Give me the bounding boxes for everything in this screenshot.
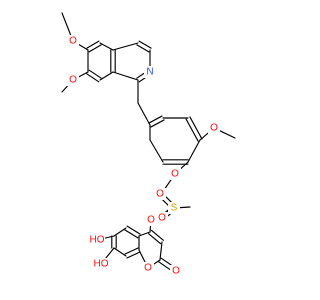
atom-label-s: S	[171, 203, 178, 214]
atom-label-o: O	[69, 75, 77, 86]
bond-0-8	[112, 71, 139, 81]
atom-label-o: HO	[94, 259, 109, 270]
atom-label-o: HO	[90, 235, 105, 246]
bond-0-4	[112, 42, 139, 51]
bond-1-4	[149, 225, 152, 233]
bond-0-5-second	[138, 40, 152, 49]
atom-label-bg	[168, 202, 180, 214]
bond-1-5-second	[150, 229, 164, 241]
atom-label-bg	[67, 35, 79, 47]
bond-0-22	[149, 139, 164, 163]
atom-label-o: O	[210, 123, 218, 134]
bond-1-14	[124, 229, 139, 239]
bond-1-1-second	[162, 199, 169, 206]
atom-label-bg	[145, 214, 157, 226]
bond-0-1	[77, 43, 89, 51]
atom-label-bg	[91, 234, 105, 246]
bond-1-16	[138, 231, 151, 237]
bond-0-2	[88, 44, 102, 53]
bond-0-20	[187, 139, 201, 163]
bond-0-16	[137, 102, 151, 126]
bond-1-10	[124, 247, 139, 255]
bond-1-7-second	[160, 257, 173, 267]
atom-label-o: O	[171, 169, 179, 180]
bond-1-7	[158, 261, 171, 270]
bond-1-18	[104, 247, 115, 260]
bond-0-17-second	[148, 115, 163, 124]
bond-1-11	[113, 247, 127, 257]
bond-0-13	[77, 71, 89, 78]
bond-1-0	[179, 206, 191, 209]
bond-1-14-second	[126, 225, 141, 235]
bond-1-6	[159, 241, 163, 261]
atom-label-n: N	[146, 67, 153, 78]
atom-label-bg	[156, 212, 168, 224]
bond-1-10-second	[126, 251, 141, 259]
atom-label-bg	[95, 258, 109, 270]
atom-label-bg	[208, 122, 220, 134]
atom-label-o: O	[147, 215, 155, 226]
atom-label-o: O	[144, 263, 152, 274]
bond-0-17	[150, 119, 165, 128]
atom-label-bg	[142, 262, 154, 274]
bond-1-5	[148, 233, 162, 245]
bond-0-0	[61, 12, 72, 36]
atom-label-bg	[144, 66, 156, 78]
atom-label-bg	[154, 188, 166, 200]
bond-0-19-second	[189, 116, 203, 140]
bond-0-19	[185, 118, 199, 142]
atom-label-o: O	[158, 213, 166, 224]
bond-1-13	[113, 227, 127, 237]
atom-label-bg	[169, 168, 181, 180]
bond-0-10	[99, 71, 114, 81]
bond-1-1	[165, 196, 172, 203]
atom-label-o: O	[156, 189, 164, 200]
bond-1-8	[152, 259, 161, 266]
bond-0-11	[88, 69, 102, 79]
atom-label-bg	[170, 265, 182, 277]
bond-0-3	[99, 42, 114, 51]
bond-0-7	[136, 72, 145, 79]
atom-label-o: O	[172, 266, 180, 277]
bond-0-2-second	[86, 40, 100, 49]
bond-0-24	[199, 131, 211, 141]
bond-0-11-second	[86, 73, 100, 83]
atom-label-o: O	[69, 36, 77, 47]
bond-0-5	[136, 44, 150, 53]
atom-label-bg	[67, 74, 79, 86]
bond-0-25	[218, 130, 236, 139]
